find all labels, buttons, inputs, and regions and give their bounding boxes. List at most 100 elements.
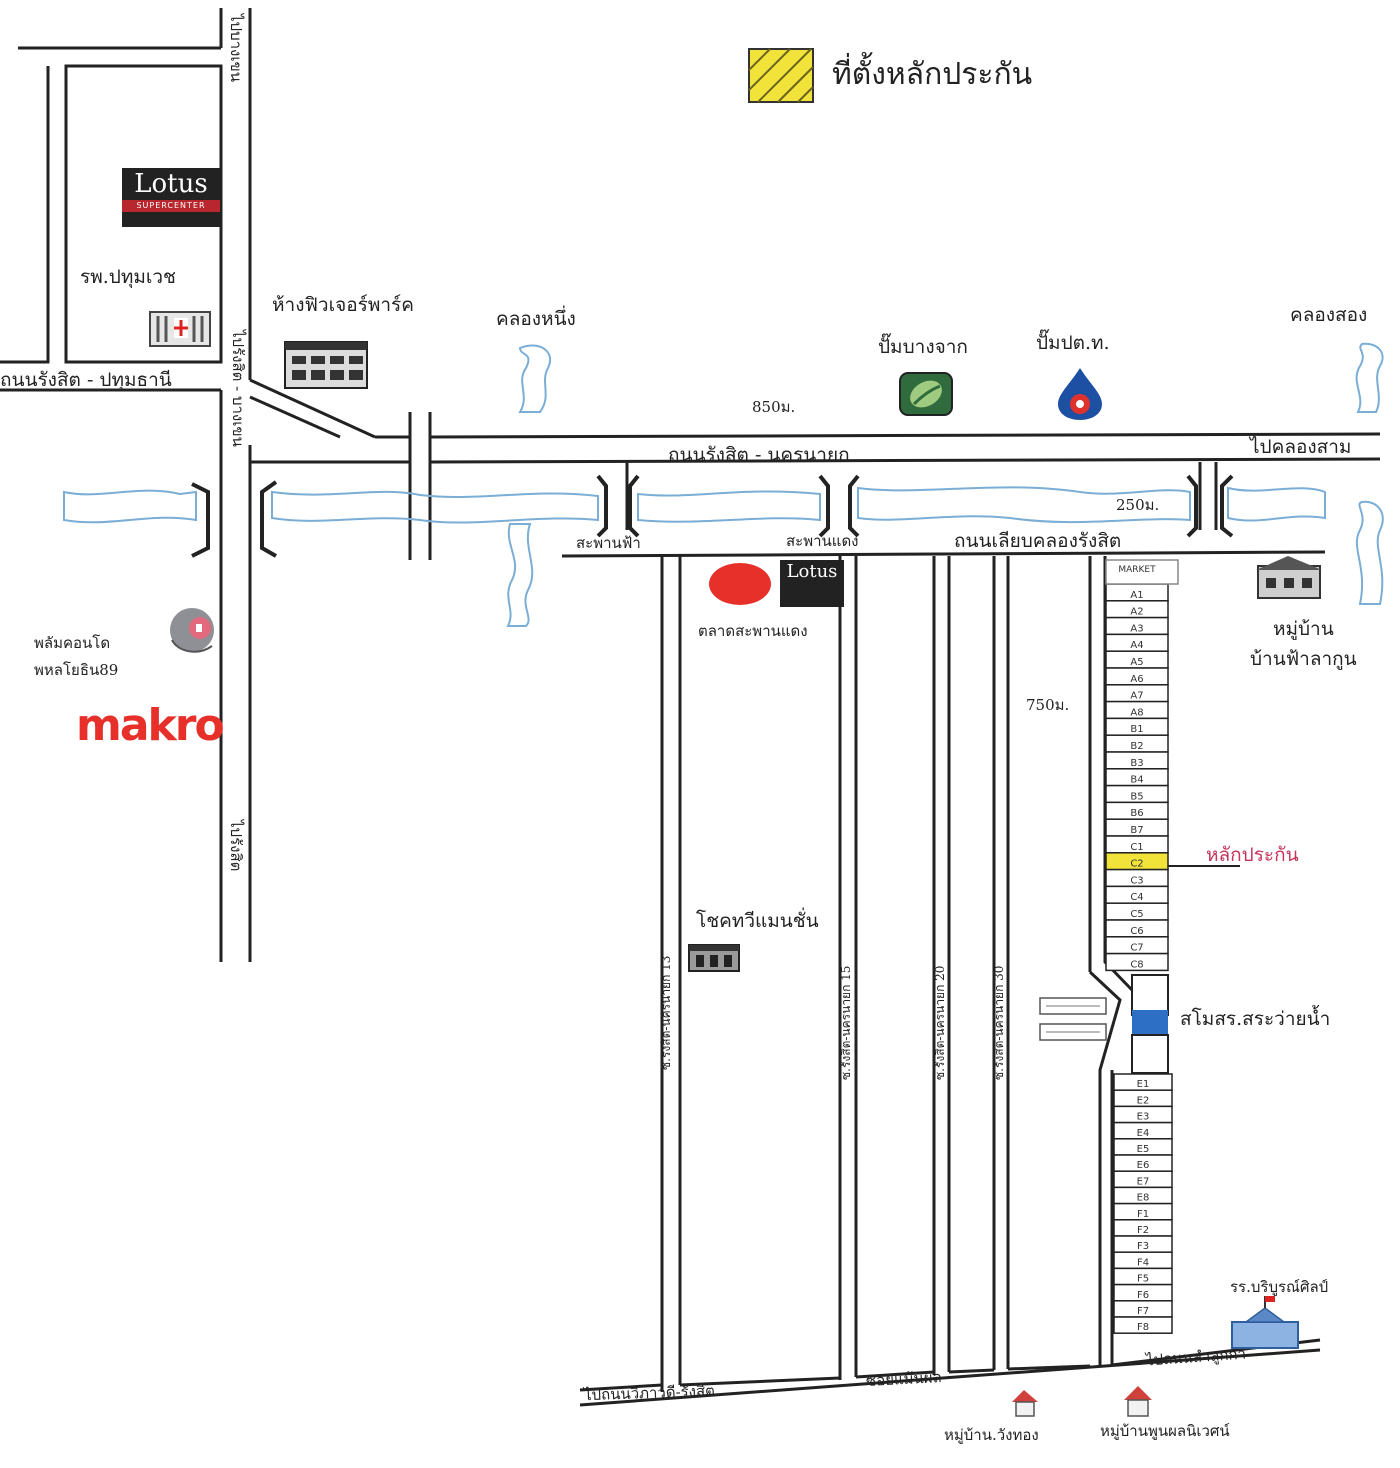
village-poonphon-label: หมู่บ้านพูนผลนิเวศน์ xyxy=(1100,1422,1230,1440)
showroom-label: โชคทวีแมนชั่น xyxy=(696,910,819,932)
plot-label: A4 xyxy=(1130,640,1143,651)
market-icon xyxy=(709,563,771,605)
plot-label: A6 xyxy=(1130,674,1143,685)
bridge-marks xyxy=(191,474,1234,558)
plot-label: C8 xyxy=(1130,959,1143,970)
plot-label: E3 xyxy=(1137,1112,1150,1123)
makro-logo: makro xyxy=(76,700,225,751)
school-label: รร.บริบูรณ์ศิลป์ xyxy=(1230,1278,1329,1296)
signboard-icon xyxy=(1039,997,1107,1041)
plot-label: A7 xyxy=(1130,691,1143,702)
lotus-express-logo: Lotus xyxy=(780,560,844,607)
plot-label: F3 xyxy=(1137,1241,1149,1252)
plot-label: C7 xyxy=(1130,943,1143,954)
plot-label: C1 xyxy=(1130,842,1143,853)
plot-label: A3 xyxy=(1130,623,1143,634)
house-icon xyxy=(1124,1386,1152,1417)
plot-label: A2 xyxy=(1130,607,1143,618)
bangchak-label: ปั๊มบางจาก xyxy=(878,336,968,358)
plot-label: A1 xyxy=(1130,590,1143,601)
saphan-daeng-label: สะพานแดง xyxy=(786,532,859,550)
plot-label: C5 xyxy=(1130,909,1143,920)
canal-main xyxy=(63,342,1384,627)
plot-label: B3 xyxy=(1130,758,1143,769)
distance-850: 850ม. xyxy=(752,398,796,416)
plot-label: E6 xyxy=(1137,1160,1150,1171)
building-icon xyxy=(284,341,368,389)
khlong-song-label: คลองสอง xyxy=(1290,304,1368,326)
condo-icon xyxy=(170,608,214,653)
station-building xyxy=(1132,1010,1168,1034)
plot-d-group xyxy=(1131,974,1169,1074)
legend-swatch xyxy=(748,48,814,103)
plot-label: C6 xyxy=(1130,926,1143,937)
plot-label: B7 xyxy=(1130,825,1143,836)
lotus-sub: SUPERCENTER xyxy=(122,200,220,212)
village-fa-label: หมู่บ้าน บ้านฟ้าลากูน xyxy=(1250,618,1357,671)
plot-label: E5 xyxy=(1137,1144,1150,1155)
road-label-rangsit-pathum: ถนนรังสิต - ปทุมธานี xyxy=(0,369,172,391)
lotus-logo: Lotus SUPERCENTER xyxy=(122,168,220,227)
road-label-rangsit-bangkhen: ไปรังสิต - บางเขน xyxy=(229,330,247,447)
road-label-vibhavadi: ไปถนนวิภาวดี-รังสิต xyxy=(583,1381,716,1405)
plot-label: B6 xyxy=(1130,808,1143,819)
road-label-rangsit-south: ไปรังสิต xyxy=(227,820,245,872)
plot-label: C4 xyxy=(1130,892,1143,903)
school-icon xyxy=(1231,1296,1299,1349)
house-icon xyxy=(1012,1390,1038,1417)
ptt-icon xyxy=(1058,368,1102,420)
market-sign-label: MARKET xyxy=(1118,565,1156,575)
road-label-rangsit-nakhonnayok: ถนนรังสิต - นครนายก xyxy=(668,444,850,466)
station-label: สโมสร.สระว่ายน้ำ xyxy=(1180,1008,1331,1030)
plot-label: C3 xyxy=(1130,875,1143,886)
soi-label-15: ซ.รังสิต-นครนายก 15 xyxy=(839,965,853,1080)
plot-label: F6 xyxy=(1137,1290,1149,1301)
saphan-fa-label: สะพานฟ้า xyxy=(576,534,641,552)
canal-side-road-label: ถนนเลียบคลองรังสิต xyxy=(954,530,1122,552)
plot-label: F8 xyxy=(1137,1322,1149,1333)
future-park-label: ห้างฟิวเจอร์พาร์ค xyxy=(272,294,414,316)
legend-label: ที่ตั้งหลักประกัน xyxy=(832,57,1033,92)
hospital-label: รพ.ปทุมเวช xyxy=(80,266,176,288)
village-wangthong-label: หมู่บ้าน.วังทอง xyxy=(944,1426,1039,1444)
plot-cell xyxy=(1113,1316,1173,1334)
soi-label-30: ซ.รังสิต-นครนายก 30 xyxy=(992,965,1006,1080)
soi-label-13: ซ.รังสิต-นครนายก 13 xyxy=(659,955,673,1070)
road-label-bangkhen: ไปบางเขน xyxy=(227,14,245,82)
plot-label: E2 xyxy=(1137,1095,1150,1106)
soi-label-20: ซ.รังสิต-นครนายก 20 xyxy=(933,965,947,1080)
market-sign-icon xyxy=(1105,559,1179,585)
plot-label: E1 xyxy=(1137,1079,1150,1090)
distance-250: 250ม. xyxy=(1116,496,1160,514)
plot-column-upper: A1A2A3A4A5A6A7A8B1B2B3B4B5B6B7C1C2C3C4C5… xyxy=(1105,583,1169,972)
plot-label: B1 xyxy=(1130,724,1143,735)
distance-750: 750ม. xyxy=(1026,696,1070,714)
road-label-khlong-sam: ไปคลองสาม xyxy=(1250,436,1352,458)
plot-label: B4 xyxy=(1130,775,1143,786)
plot-label: A5 xyxy=(1130,657,1143,668)
plot-label: B5 xyxy=(1130,791,1143,802)
plot-label: E4 xyxy=(1137,1128,1150,1139)
bangchak-icon xyxy=(899,372,953,416)
plot-label: A8 xyxy=(1130,707,1143,718)
plot-cell xyxy=(1105,952,1169,972)
lotus-name: Lotus xyxy=(134,169,208,199)
plot-label: C2 xyxy=(1130,859,1143,870)
soi-label-bottom: ซอยแม้นผล xyxy=(865,1368,943,1390)
plot-label: F5 xyxy=(1137,1274,1149,1285)
lotus-express-name: Lotus xyxy=(786,561,838,582)
ptt-label: ปั๊มปต.ท. xyxy=(1036,332,1110,354)
plot-label: E7 xyxy=(1137,1176,1150,1187)
plot-label: E8 xyxy=(1137,1193,1150,1204)
condo-label: พลัมคอนโด พหลโยธิน89 xyxy=(34,634,119,679)
khlong-nueng-label: คลองหนึ่ง xyxy=(496,308,576,330)
plot-label: F7 xyxy=(1137,1306,1149,1317)
market-label: ตลาดสะพานแดง xyxy=(698,622,808,640)
plot-label: B2 xyxy=(1130,741,1143,752)
village-house-icon xyxy=(1256,556,1322,599)
road-network xyxy=(0,8,1381,1407)
plot-label: F4 xyxy=(1137,1257,1149,1268)
plot-label: F2 xyxy=(1137,1225,1149,1236)
collateral-label: หลักประกัน xyxy=(1206,844,1299,866)
